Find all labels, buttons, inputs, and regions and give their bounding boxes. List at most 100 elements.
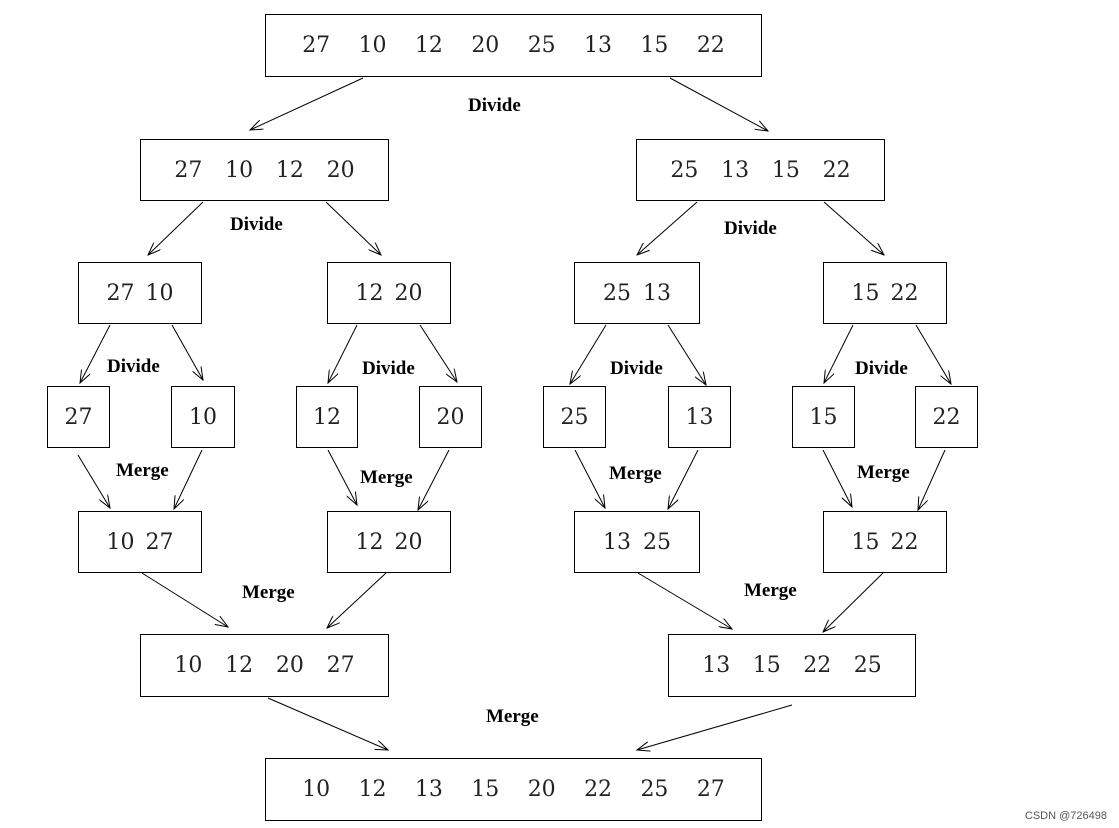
- array-value: 15: [851, 529, 880, 555]
- leaf-box: 27: [47, 386, 110, 448]
- array-value: 12: [225, 653, 254, 678]
- array-value: 22: [803, 653, 832, 678]
- watermark: CSDN @726498: [1024, 810, 1107, 822]
- merge-label: Merge: [744, 580, 797, 601]
- leaf-box: 22: [915, 386, 978, 448]
- merged-pair-box-a: 10 27: [78, 511, 202, 573]
- array-value: 12: [355, 280, 384, 306]
- array-value: 13: [414, 777, 443, 802]
- quarter-box-c: 25 13: [574, 262, 700, 324]
- array-value: 25: [527, 33, 556, 58]
- array-value: 22: [822, 157, 851, 183]
- flow-arrow: [148, 201, 204, 255]
- divide-label: Divide: [107, 356, 160, 377]
- flow-arrow: [823, 572, 884, 632]
- flow-arrow: [667, 324, 706, 385]
- divide-label: Divide: [362, 358, 415, 379]
- array-value: 20: [471, 33, 500, 58]
- array-value: 20: [527, 777, 556, 802]
- array-value: 22: [696, 33, 725, 58]
- array-value: 20: [326, 157, 355, 183]
- array-value: 15: [851, 280, 880, 306]
- array-value: 27: [696, 777, 725, 802]
- divide-label: Divide: [610, 358, 663, 379]
- array-value: 13: [685, 404, 714, 430]
- array-value: 15: [471, 777, 500, 802]
- array-value: 25: [603, 280, 631, 306]
- array-value: 22: [890, 280, 919, 306]
- merge-label: Merge: [360, 467, 413, 488]
- merge-label: Merge: [486, 706, 539, 727]
- leaf-box: 13: [668, 386, 731, 448]
- flow-arrow: [574, 449, 605, 508]
- flow-arrow: [822, 449, 852, 507]
- array-value: 10: [174, 653, 203, 678]
- array-value: 10: [189, 404, 217, 430]
- array-value: 25: [643, 529, 671, 555]
- array-value: 25: [853, 653, 882, 678]
- leaf-box: 10: [171, 386, 235, 448]
- array-value: 12: [313, 404, 341, 430]
- array-value: 20: [394, 529, 423, 555]
- flow-arrow: [669, 77, 768, 131]
- array-value: 10: [106, 529, 135, 555]
- flow-arrow: [171, 324, 203, 380]
- array-value: 27: [64, 404, 93, 430]
- flow-arrow: [328, 324, 358, 383]
- array-value: 15: [752, 653, 781, 678]
- divide-label: Divide: [230, 214, 283, 235]
- array-value: 27: [302, 33, 331, 58]
- flow-arrow: [823, 201, 884, 255]
- array-value: 10: [358, 33, 387, 58]
- merge-label: Merge: [609, 463, 662, 484]
- leaf-box: 12: [296, 386, 358, 448]
- array-value: 22: [890, 529, 919, 555]
- flow-arrow: [915, 324, 951, 384]
- array-value: 13: [721, 157, 750, 183]
- array-value: 13: [643, 280, 671, 306]
- flow-arrow: [267, 697, 388, 750]
- array-value: 12: [355, 529, 384, 555]
- array-value: 15: [771, 157, 800, 183]
- array-value: 27: [326, 653, 355, 678]
- flow-arrow: [80, 324, 111, 383]
- merge-label: Merge: [116, 460, 169, 481]
- merge-label: Merge: [242, 582, 295, 603]
- flow-arrow: [418, 449, 450, 510]
- array-value: 27: [174, 157, 203, 183]
- flow-arrow: [327, 572, 387, 628]
- flow-arrow: [570, 324, 607, 384]
- array-value: 20: [394, 280, 423, 306]
- flow-arrow: [77, 454, 110, 508]
- array-value: 12: [358, 777, 387, 802]
- array-value: 27: [145, 529, 174, 555]
- array-value: 25: [560, 404, 589, 430]
- array-value: 10: [225, 157, 254, 183]
- leaf-box: 20: [419, 386, 482, 448]
- array-value: 10: [145, 280, 174, 306]
- array-value: 10: [302, 777, 331, 802]
- quarter-box-b: 12 20: [327, 262, 451, 324]
- flow-arrow: [918, 449, 946, 510]
- array-value: 13: [584, 33, 613, 58]
- flow-arrow: [327, 449, 357, 505]
- flow-arrow: [637, 704, 793, 750]
- array-value: 15: [640, 33, 669, 58]
- array-value: 20: [436, 404, 465, 430]
- flow-arrow: [174, 449, 203, 509]
- array-value: 13: [603, 529, 631, 555]
- flow-arrow: [250, 77, 364, 130]
- divide-label: Divide: [724, 218, 777, 239]
- merged-pair-box-c: 13 25: [574, 511, 700, 573]
- array-value: 15: [809, 404, 838, 430]
